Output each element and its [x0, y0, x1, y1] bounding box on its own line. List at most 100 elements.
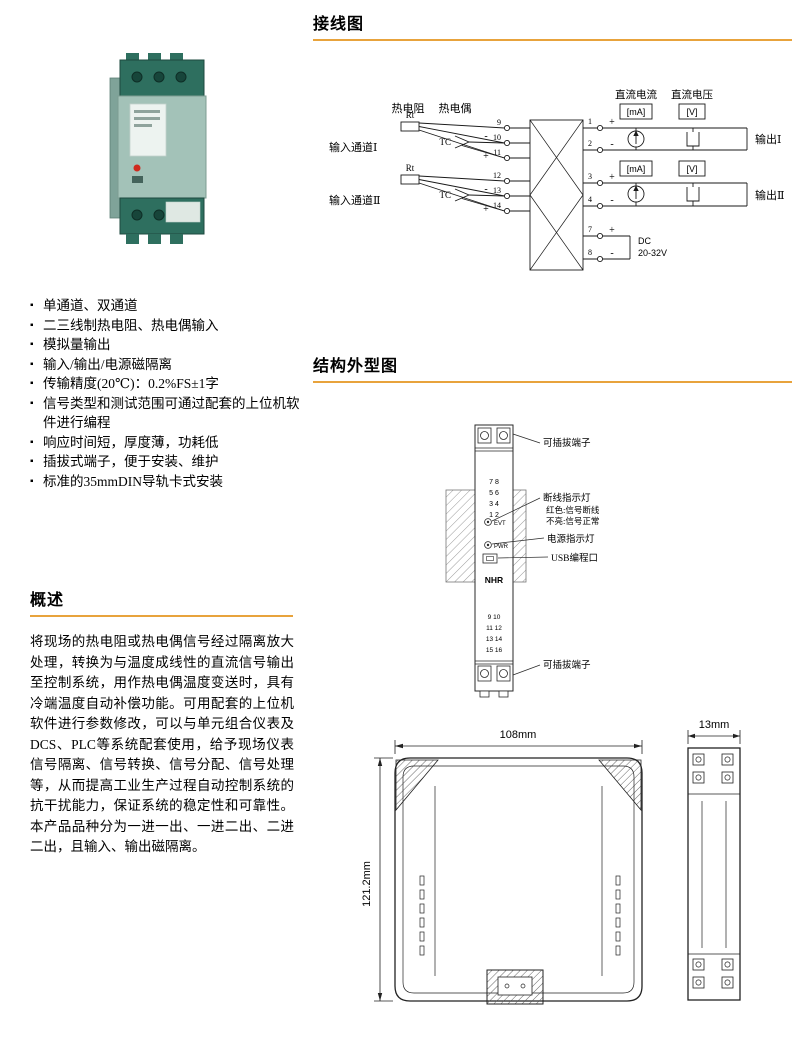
overview-section-header: 概述: [30, 586, 293, 617]
power-plus-sign: +: [609, 225, 615, 236]
wiring-diagram: 热电阻 热电偶 Rt Rt TC TC 输入通道Ⅰ 输入通道Ⅱ 9 10 11 …: [329, 88, 784, 271]
feature-text: 响应时间短，厚度薄，功耗低: [43, 434, 219, 450]
feature-item: 单通道、双通道: [30, 296, 302, 316]
callout-bottom-terminal: 可插拔端子: [543, 659, 591, 671]
tc-header-label: 热电偶: [439, 102, 472, 115]
front-terminal-row-5: 9 10: [488, 614, 501, 621]
feature-text: 插拔式端子，便于安装、维护: [43, 454, 219, 469]
rt-symbol-label-ch1: Rt: [406, 110, 415, 120]
v-box-ch1: [V]: [686, 107, 697, 117]
tc1-plus-sign: +: [483, 151, 489, 162]
tc2-plus-sign: +: [483, 204, 489, 215]
terminal-10: 10: [493, 133, 501, 142]
front-terminal-row-6: 11 12: [486, 625, 502, 632]
front-terminal-row-1: 7 8: [489, 479, 499, 486]
front-width-dimension: 108mm: [500, 729, 537, 741]
front-terminal-row-4: 1 2: [489, 512, 499, 519]
side-view-outline: [687, 747, 741, 1001]
feature-text: 输入/输出/电源磁隔离: [43, 356, 173, 372]
tc-symbol-label-ch2: TC: [439, 190, 451, 200]
feature-item: 信号类型和测试范围可通过配套的上位机软件进行编程: [30, 394, 302, 433]
structure-section-rule: [313, 381, 792, 383]
feature-text: 信号类型和测试范围可通过配套的上位机软件进行编程: [43, 395, 300, 431]
terminal-1: 1: [588, 117, 592, 126]
pwr-led-label: PWR: [494, 544, 509, 550]
terminal-3: 3: [588, 172, 592, 181]
terminal-4: 4: [588, 195, 592, 204]
wiring-lines: [400, 103, 748, 271]
feature-item: 标准的35mmDIN导轨卡式安装: [30, 472, 302, 492]
dc-voltage-header: 直流电压: [671, 88, 713, 101]
feature-text: 模拟量输出: [43, 337, 111, 352]
terminal-8: 8: [588, 248, 592, 257]
callout-power-led: 电源指示灯: [547, 533, 595, 545]
callout-break-led-line3: 不亮:信号正常: [546, 516, 599, 526]
terminal-12: 12: [493, 171, 501, 180]
output2-label: 输出Ⅱ: [755, 188, 784, 202]
tc-symbol-label-ch1: TC: [439, 137, 451, 147]
callout-break-led-line2: 红色:信号断线: [546, 505, 600, 515]
overview-rule: [30, 615, 293, 617]
front-height-dimension: 121.2mm: [361, 861, 373, 907]
ma-box-ch1: [mA]: [627, 107, 646, 117]
feature-item: 二三线制热电阻、热电偶输入: [30, 316, 302, 336]
dimension-arrowheads: [377, 733, 740, 1001]
brand-logo: NHR: [485, 575, 503, 585]
overview-title: 概述: [30, 592, 65, 609]
callout-break-led-line1: 断线指示灯: [543, 492, 591, 504]
front-terminal-row-3: 3 4: [489, 501, 499, 508]
feature-text: 传输精度(20℃)：0.2%FS±1字: [43, 376, 219, 391]
feature-item: 模拟量输出: [30, 335, 302, 355]
rtd-header-label: 热电阻: [392, 102, 425, 115]
wiring-section-rule: [313, 39, 792, 41]
v-box-ch2: [V]: [686, 164, 697, 174]
dc-supply-range: 20-32V: [638, 248, 667, 258]
feature-item: 输入/输出/电源磁隔离: [30, 355, 302, 375]
front-terminal-row-2: 5 6: [489, 490, 499, 497]
front-view-outline: [394, 757, 643, 1005]
tc2-minus-sign: -: [484, 184, 487, 195]
terminal-14: 14: [493, 201, 501, 210]
wiring-section-header: 接线图: [313, 10, 792, 41]
structure-section-title: 结构外型图: [313, 358, 399, 375]
tc1-minus-sign: -: [484, 131, 487, 142]
output1-label: 输出Ⅰ: [755, 132, 781, 146]
out2-minus-sign: -: [610, 195, 613, 206]
front-view-dimension-lines: [374, 740, 643, 1002]
device-outline: [474, 424, 514, 698]
terminal-11: 11: [493, 148, 501, 157]
feature-item: 插拔式端子，便于安装、维护: [30, 452, 302, 472]
out1-minus-sign: -: [610, 139, 613, 150]
product-photo-illustration: [109, 53, 207, 244]
current-meter-arrowheads: [633, 130, 639, 191]
feature-text: 单通道、双通道: [43, 298, 138, 313]
feature-text: 二三线制热电阻、热电偶输入: [43, 317, 219, 333]
terminal-13: 13: [493, 186, 501, 195]
dc-supply-label: DC: [638, 236, 651, 246]
terminal-9: 9: [497, 118, 501, 127]
evt-led-label: EVT: [494, 521, 506, 527]
feature-item: 传输精度(20℃)：0.2%FS±1字: [30, 374, 302, 394]
product-photo: [109, 53, 207, 244]
structure-section-header: 结构外型图: [313, 352, 792, 383]
rt-symbol-label-ch2: Rt: [406, 163, 415, 173]
callout-lines: [491, 433, 549, 676]
callout-usb-port: USB编程口: [551, 552, 598, 564]
side-width-dimension: 13mm: [699, 719, 730, 731]
dimension-drawings: 108mm 121.2mm 13mm: [361, 719, 741, 1005]
input-channel1-label: 输入通道Ⅰ: [329, 140, 377, 154]
out1-plus-sign: +: [609, 117, 615, 128]
terminal-7: 7: [588, 225, 592, 234]
power-led-dot: [133, 164, 141, 172]
dc-current-header: 直流电流: [615, 88, 657, 101]
wiring-terminal-circles: [503, 124, 604, 263]
features-list: 单通道、双通道 二三线制热电阻、热电偶输入 模拟量输出 输入/输出/电源磁隔离 …: [30, 296, 302, 491]
front-terminal-row-8: 15 16: [486, 647, 503, 654]
wiring-section-title: 接线图: [313, 16, 365, 33]
out2-plus-sign: +: [609, 172, 615, 183]
input-channel2-label: 输入通道Ⅱ: [329, 193, 380, 207]
feature-text: 标准的35mmDIN导轨卡式安装: [43, 473, 223, 489]
power-minus-sign: -: [610, 248, 613, 259]
feature-item: 响应时间短，厚度薄，功耗低: [30, 433, 302, 453]
